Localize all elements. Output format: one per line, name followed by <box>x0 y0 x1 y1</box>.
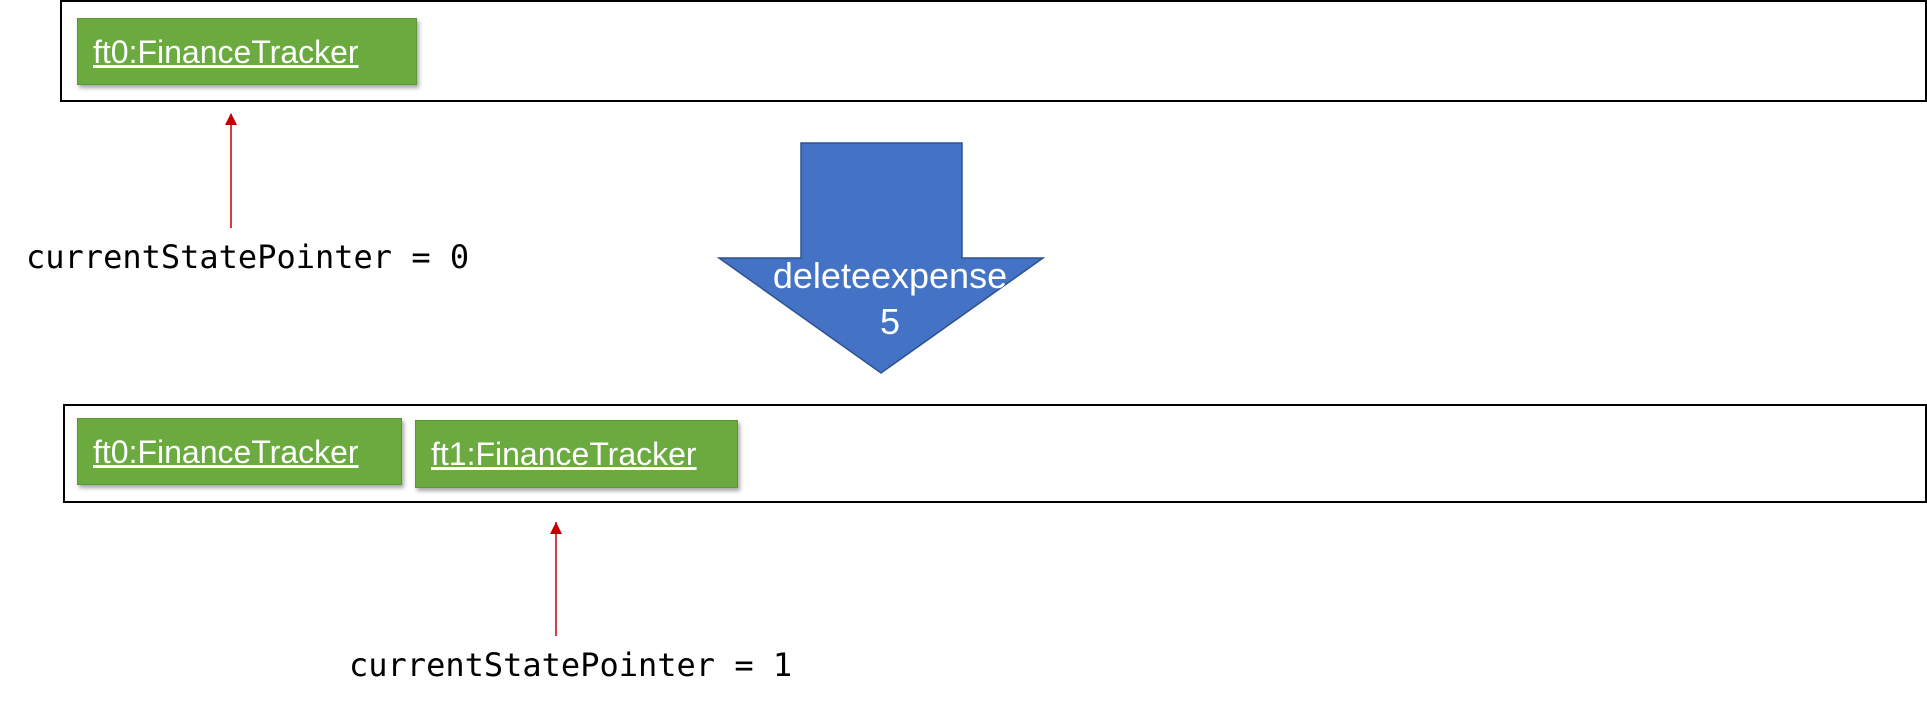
pointer-label-before: currentStatePointer = 0 <box>26 238 470 276</box>
pointer-arrowhead-after <box>550 522 562 534</box>
pointer-label-after: currentStatePointer = 1 <box>349 646 793 684</box>
state-box-ft0-before: ft0:FinanceTracker <box>77 18 417 85</box>
state-box-ft1-after: ft1:FinanceTracker <box>415 420 738 488</box>
state-box-ft0-after: ft0:FinanceTracker <box>77 418 402 485</box>
pointer-arrowhead-before <box>225 113 237 125</box>
command-label-line2: 5 <box>880 301 900 342</box>
command-arrow <box>716 142 1046 374</box>
command-label-line1: deleteexpense <box>773 255 1007 296</box>
